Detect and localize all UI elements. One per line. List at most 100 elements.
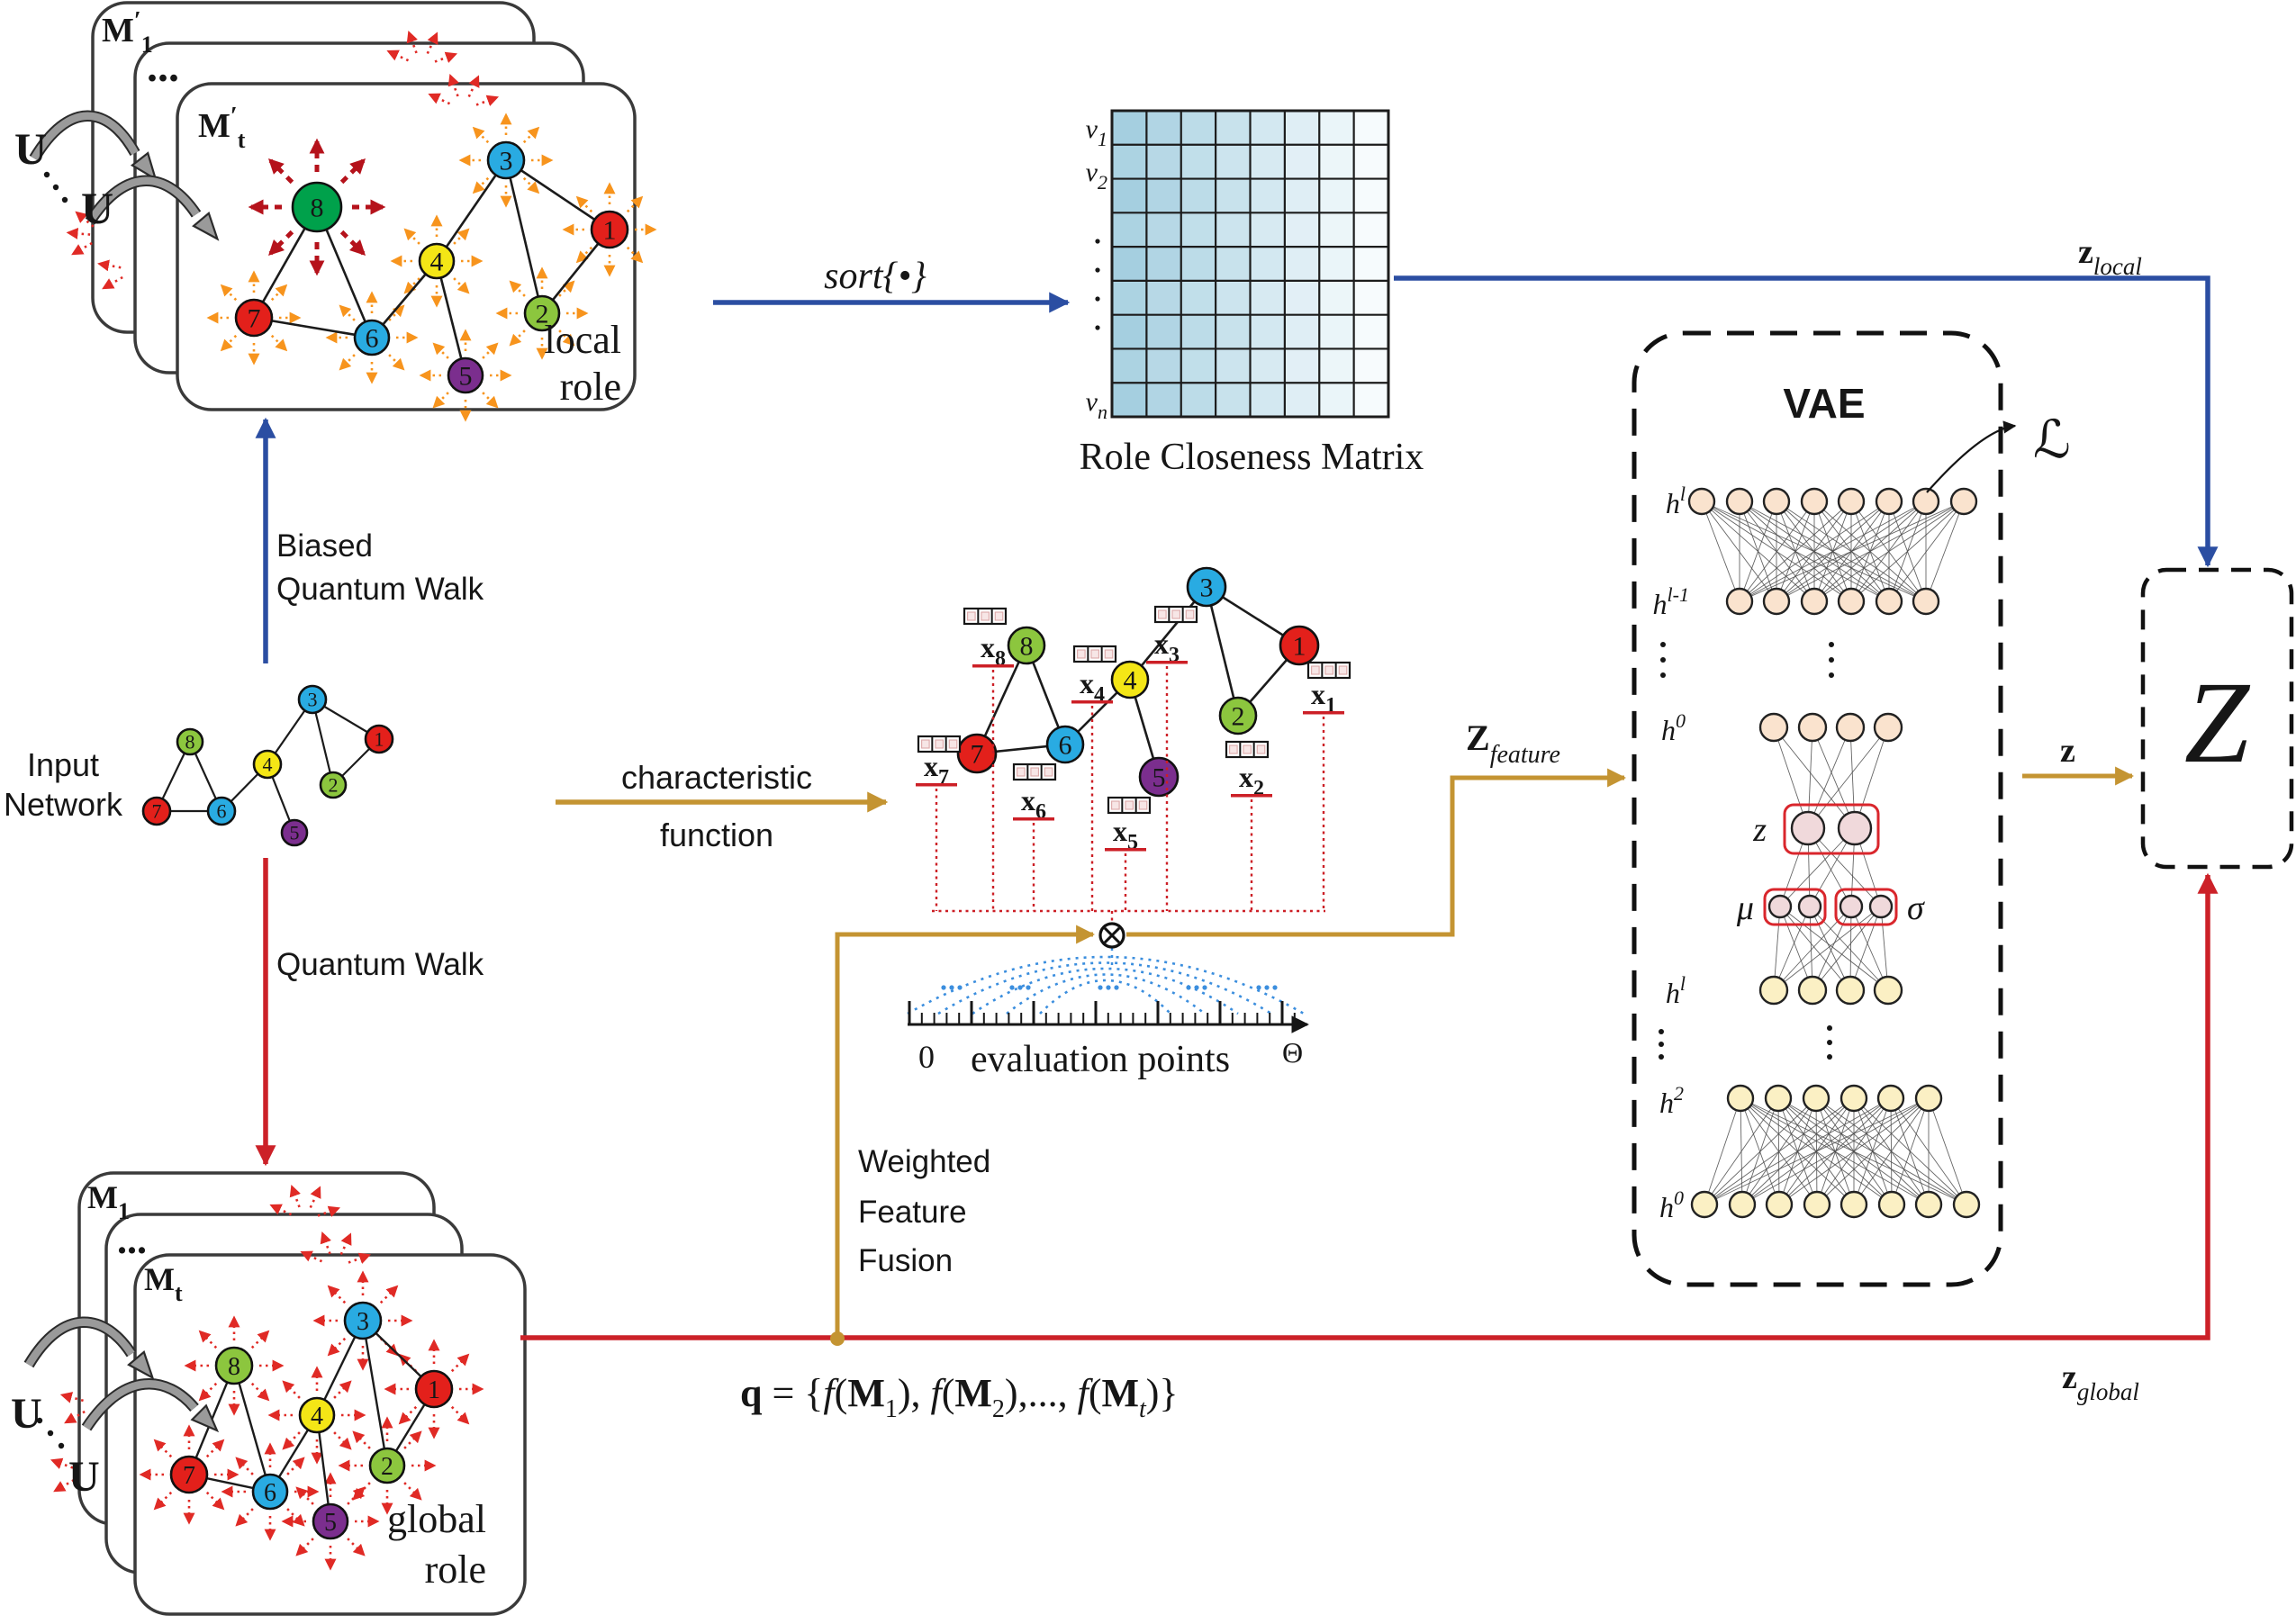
matrix-cell [1353,111,1388,145]
matrix-cell [1146,314,1181,349]
graph-node-8 [176,727,204,756]
matrix-cell [1319,348,1354,383]
label-mt: Mt [144,1261,183,1306]
graph-node-5 [312,1502,349,1540]
label-h-l-low: hl [1666,972,1686,1009]
vae-link [1704,1097,1855,1205]
vae-link [1779,906,1813,991]
label-z-feature: Zfeature [1466,717,1560,769]
vae-neuron-enc-2 [1800,587,1829,616]
graph-node-1 [414,1369,454,1409]
graph-node-number: 3 [1200,573,1214,603]
graph-node-6 [1045,725,1085,764]
graph-node-number: 4 [1124,666,1137,696]
graph-node-number: 8 [228,1353,240,1381]
vae-link [1807,827,1882,907]
label-biased-2: Quantum Walk [276,572,484,607]
label-weighted-1: Weighted [858,1144,990,1179]
vae-neuron-enc-2 [1837,587,1866,616]
graph-node-number: 8 [311,194,324,223]
label-matrix-caption: Role Closeness Matrix [1080,437,1424,478]
vae-vdot [1660,657,1666,663]
label-v1: v1 [1086,114,1107,150]
matrix-cell [1250,314,1285,349]
graph-node-number: 2 [381,1453,393,1481]
graph-node-number: 6 [366,324,379,354]
label-v2: v2 [1086,158,1107,194]
graph-node-1 [364,724,394,754]
vae-neuron-z [1837,810,1873,846]
vae-neuron-mu-sigma [1868,894,1894,919]
graph-node-2 [523,294,561,332]
arc-dot [1264,985,1270,990]
swoosh [86,176,200,224]
graph-edge [1205,586,1240,717]
vae-vdot [1829,657,1834,663]
vae-vdot [1827,1025,1832,1031]
vae-link [1701,501,1740,602]
label-z-local: zlocal [2078,233,2142,280]
graph-node-7 [169,1455,209,1494]
graph-node-number: 4 [311,1403,323,1430]
latent-box [1763,888,1827,926]
vae-link [1704,1097,1741,1205]
u-dot [58,1442,65,1449]
label-m1: M1 [87,1179,130,1224]
feature-vector-cell [994,611,1004,621]
feature-x-underline [1013,817,1054,821]
graph-node-6 [353,319,391,356]
swoosh [31,112,139,161]
graph-node-4 [1110,660,1150,699]
vae-link [1704,1097,1779,1205]
matrix-cell [1250,212,1285,248]
vae-link [1739,501,1965,602]
graph-node-number: 2 [1232,702,1245,732]
feature-x-underline [1231,794,1272,798]
feature-vector-cell [1077,649,1086,659]
vae-neuron-dec-h0 [1758,712,1789,743]
label-local-role-2: role [560,365,621,409]
swoosh [83,1380,198,1430]
feature-vector-cell [981,611,990,621]
feature-vector-cell [1017,767,1026,777]
label-quantum-walk: Quantum Walk [276,947,484,982]
label-global-role-2: role [425,1547,486,1592]
u-dot [36,1417,43,1424]
matrix-cell [1216,212,1251,248]
graph-node-number: 7 [971,740,984,770]
feature-vector-cell [935,739,944,749]
label-vae-title: VAE [1783,380,1865,427]
graph-edge [505,158,610,231]
graph-node-8 [214,1346,254,1385]
vae-neuron-mu-sigma [1797,894,1822,919]
graph-edge [435,260,467,376]
graph-node-number: 3 [308,689,318,711]
vae-neuron-h0 [1690,1190,1719,1219]
matrix-cell [1112,348,1147,383]
matrix-cell [1250,348,1285,383]
feature-vector-cell [967,611,976,621]
arc-dot [941,985,946,990]
vae-neuron-h0 [1728,1190,1757,1219]
evaluation-arc [907,955,1305,1015]
vae-neuron-h2 [1840,1084,1868,1113]
graph-node-6 [206,796,237,826]
vae-link [1773,906,1882,991]
vae-link [1849,906,1882,991]
vae-vdot [1827,1040,1832,1045]
arc-dot [1256,985,1261,990]
z-local-path [1394,275,2219,568]
vae-neuron-enc-hl [1797,975,1828,1006]
vae-link [1704,1097,1892,1205]
feature-x-underline [1105,848,1146,852]
vae-neuron-enc-top [1837,487,1866,516]
matrix-cell [1112,314,1147,349]
feature-vector-cell [1229,744,1238,754]
graph-node-number: 1 [375,728,384,751]
vae-link [1853,1097,1930,1205]
graph-node-5 [447,356,484,394]
evaluation-arc [1039,979,1171,1015]
